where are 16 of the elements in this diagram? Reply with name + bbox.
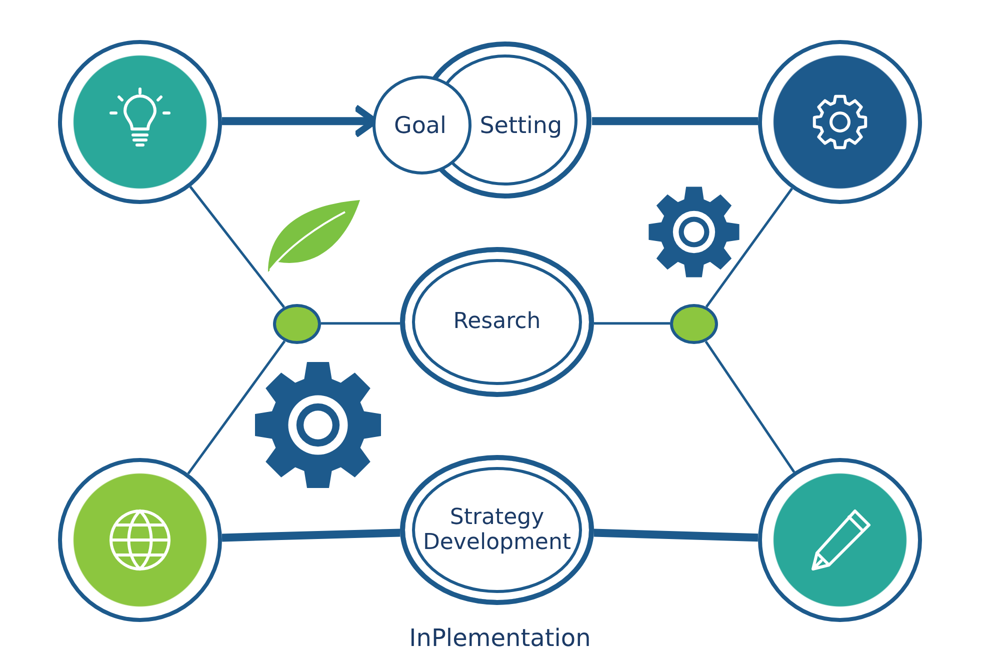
connector-line [187,340,286,474]
step-label: Goal Setting [394,112,562,140]
step-label: Resarch [452,309,542,335]
connector-line [321,322,400,325]
connector-line [592,117,758,126]
step-label: Strategy Development [422,504,572,556]
caption-label: InPlementation [408,624,592,652]
connector-line [594,322,670,325]
junction-dot [670,304,718,344]
connector-line [594,528,758,542]
goal-setting-ellipse [372,41,592,199]
connector-line [705,188,794,308]
connector-line [189,186,285,308]
connector-line [704,340,796,473]
junction-dot [273,304,321,344]
connector-line [222,528,400,542]
